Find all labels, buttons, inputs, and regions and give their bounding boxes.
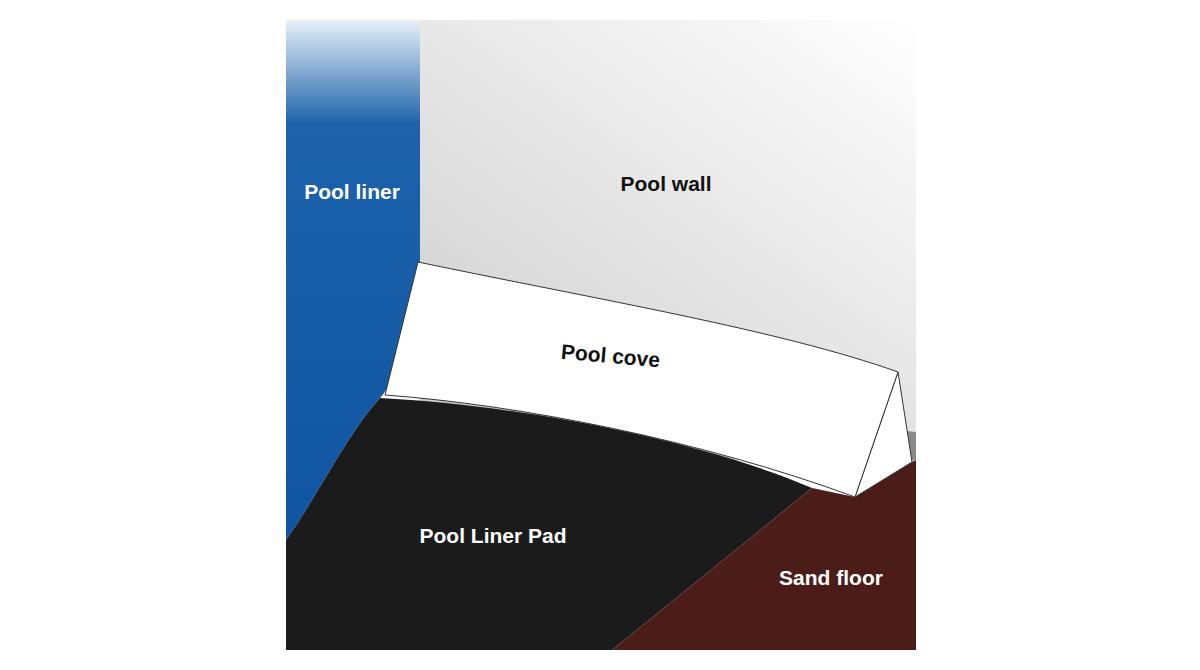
pool-cove <box>385 262 898 497</box>
part-label: Sand floor <box>779 565 883 590</box>
part-label: Pool liner <box>304 179 400 204</box>
part-label: Pool Liner Pad <box>419 523 566 548</box>
part-label: Pool wall <box>620 171 711 196</box>
sand-floor <box>612 460 916 650</box>
